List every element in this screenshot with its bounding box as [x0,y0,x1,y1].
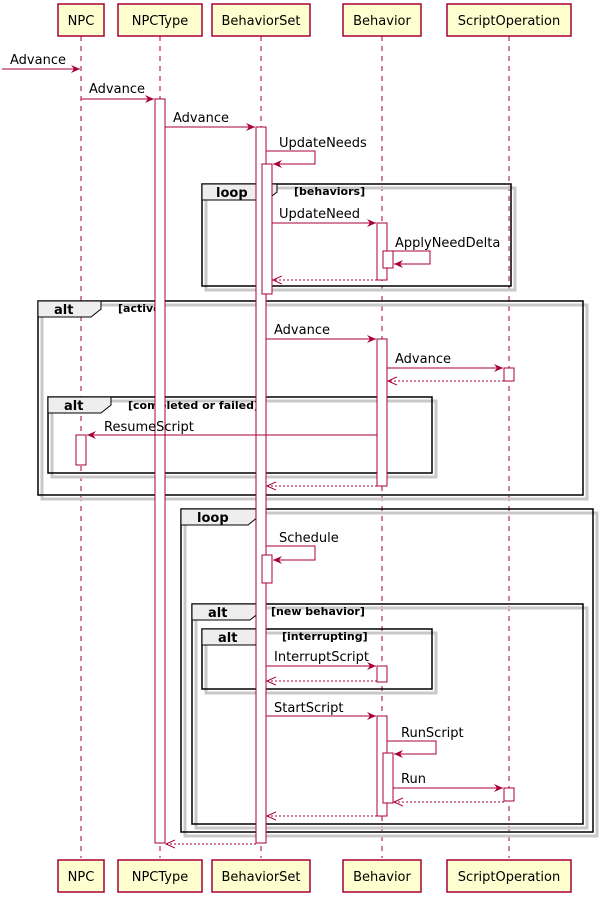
message-arrow [387,740,437,758]
fragment-keyword: alt [64,399,83,414]
message-arrow [387,250,431,268]
message-label: Advance [89,82,145,97]
fragment-guard: [completed or failed] [128,399,259,412]
fragment-guard: [behaviors] [294,185,365,198]
fragment-keyword: alt [208,606,227,621]
message-label: Advance [10,53,66,68]
activation-bar [376,338,388,487]
fragment-loop-outer: loop [180,508,599,838]
message-label: InterruptScript [274,650,369,665]
svg-text:NPC: NPC [68,14,95,29]
message-label: StartScript [274,701,343,716]
activation-bar [75,434,87,466]
message-label: ApplyNeedDelta [395,236,500,251]
participants-bottom: NPC NPCType BehaviorSet Behavior ScriptO… [57,859,572,893]
participant-behavior: Behavior [342,3,422,37]
participant-behavior: Behavior [342,859,422,893]
activation-bar [261,554,273,584]
fragment-keyword: alt [218,631,237,646]
message-label: ResumeScript [104,420,194,435]
messages: Advance Advance Advance UpdateNeeds Upda… [2,53,504,844]
svg-text:BehaviorSet: BehaviorSet [221,14,300,29]
fragment-keyword: loop [216,186,248,201]
activation-bar [503,787,515,802]
message-label: UpdateNeeds [279,136,367,151]
fragment-guard: [active] [118,302,166,315]
participant-behaviorset: BehaviorSet [211,3,311,37]
activation-bar [503,367,515,382]
svg-text:BehaviorSet: BehaviorSet [221,870,300,885]
message-label: Advance [395,352,451,367]
fragment-guard: [new behavior] [271,605,365,618]
message-label: Advance [173,111,229,126]
participant-behaviorset: BehaviorSet [211,859,311,893]
fragment-guard: [interrupting] [282,630,368,643]
svg-text:ScriptOperation: ScriptOperation [458,870,560,885]
participant-scriptoperation: ScriptOperation [446,859,572,893]
fragment-keyword: loop [197,511,229,526]
fragment-alt-active: alt [active] [37,300,589,501]
participant-npc: NPC [57,3,105,37]
message-arrow [266,545,316,564]
message-label: RunScript [401,726,464,741]
svg-text:NPCType: NPCType [132,14,189,29]
svg-text:Behavior: Behavior [353,870,411,885]
message-label: UpdateNeed [279,207,360,222]
activation-bar [382,250,394,269]
fragment-alt-interrupting: alt [interrupting] [201,628,438,695]
svg-text:Behavior: Behavior [353,14,411,29]
message-label: Schedule [279,531,339,546]
message-label: Advance [274,323,330,338]
activation-bar [261,163,273,295]
participant-scriptoperation: ScriptOperation [446,3,572,37]
activation-bar [154,98,166,844]
participant-npctype: NPCType [117,859,203,893]
participant-npc: NPC [57,859,105,893]
svg-text:ScriptOperation: ScriptOperation [458,14,560,29]
activation-bar [376,665,388,683]
fragment-keyword: alt [54,303,73,318]
svg-text:NPCType: NPCType [132,870,189,885]
message-label: Run [401,772,426,787]
participant-npctype: NPCType [117,3,203,37]
svg-text:NPC: NPC [68,870,95,885]
message-arrow [266,150,316,168]
activation-bar [382,752,394,804]
fragment-alt-new-behavior: alt [new behavior] [191,603,589,830]
fragment-loop-behaviors: loop [behaviors] [201,183,517,292]
participants-top: NPC NPCType BehaviorSet Behavior ScriptO… [57,3,572,37]
